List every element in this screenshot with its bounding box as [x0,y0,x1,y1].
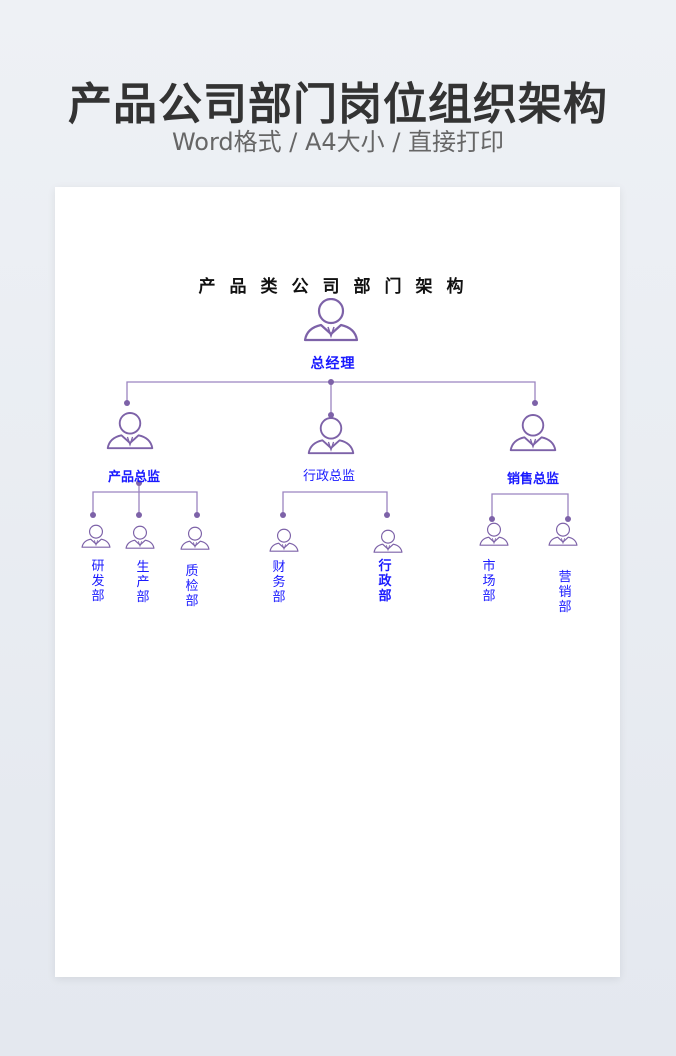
person-icon-rd [81,524,111,548]
person-icon-qc [180,526,210,550]
person-icon-finance [269,528,299,552]
node-product-director: 产品总监 [107,470,161,485]
person-icon-admin-dept [373,529,403,553]
document-page [55,187,620,977]
node-rd-dept: 研发部 [91,559,105,604]
person-icon-marketing [548,522,578,546]
node-admin-dept: 行政部 [378,559,392,604]
person-icon-market [479,522,509,546]
node-admin-director: 行政总监 [302,469,356,484]
person-icon-product-director [106,412,154,450]
page-subheading: Word格式 / A4大小 / 直接打印 [171,128,505,156]
node-qc-dept: 质检部 [185,564,199,609]
node-marketing-dept: 营销部 [558,570,572,615]
person-icon-sales-director [509,414,557,452]
person-icon-production [125,525,155,549]
person-icon-ceo [303,298,359,342]
node-sales-director: 销售总监 [506,472,560,487]
page-heading: 产品公司部门岗位组织架构 [68,79,608,130]
node-ceo: 总经理 [310,356,356,372]
node-production-dept: 生产部 [136,560,150,605]
node-market-dept: 市场部 [482,559,496,604]
document-title: 产品类公司部门架构 [198,277,478,297]
person-icon-admin-director [307,417,355,455]
node-finance-dept: 财务部 [272,560,286,605]
